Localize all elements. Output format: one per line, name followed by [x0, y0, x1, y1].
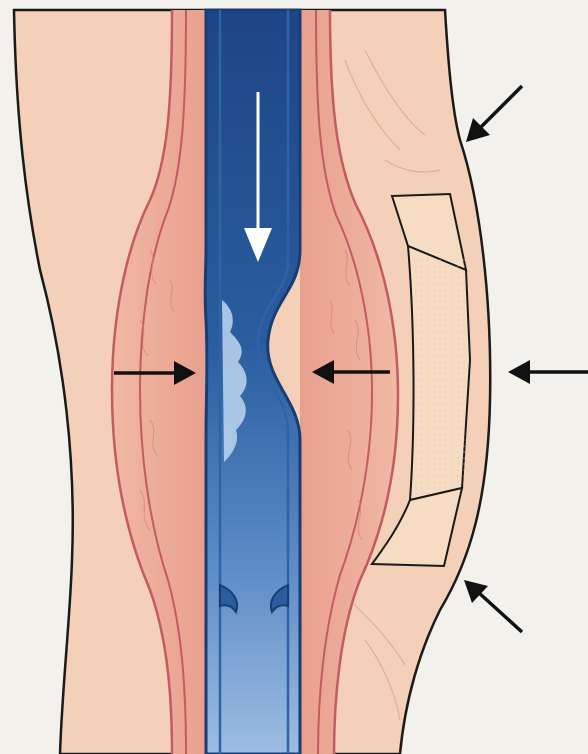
vein-wall-left — [220, 10, 221, 754]
